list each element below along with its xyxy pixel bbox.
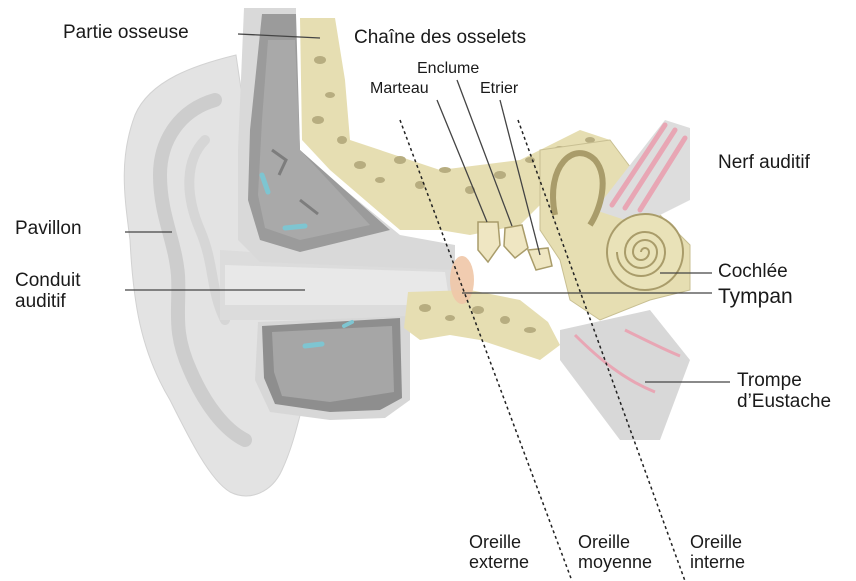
label-oreille-interne-line1: Oreille bbox=[690, 532, 745, 552]
label-oreille-externe: Oreille externe bbox=[469, 532, 529, 572]
vessel-2 bbox=[285, 226, 305, 228]
bone-spot bbox=[337, 136, 347, 144]
bone-spot bbox=[494, 171, 506, 179]
label-pavillon: Pavillon bbox=[15, 218, 82, 239]
label-trompe-eustache: Trompe d’Eustache bbox=[737, 370, 831, 413]
label-conduit-line2: auditif bbox=[15, 291, 81, 312]
label-marteau: Marteau bbox=[370, 80, 429, 98]
lower-bone bbox=[255, 316, 410, 420]
label-oreille-interne: Oreille interne bbox=[690, 532, 745, 572]
label-chaine-osselets: Chaîne des osselets bbox=[354, 27, 526, 48]
bone-spot bbox=[314, 56, 326, 64]
bone-spot bbox=[394, 156, 406, 164]
malleus bbox=[478, 222, 500, 262]
bone-spot bbox=[354, 161, 366, 169]
bone-spot bbox=[472, 306, 484, 314]
label-oreille-moyenne-line2: moyenne bbox=[578, 552, 652, 572]
bone-spot bbox=[439, 167, 451, 173]
label-tympan: Tympan bbox=[718, 285, 793, 309]
bone-spot bbox=[500, 316, 510, 324]
label-etrier: Etrier bbox=[480, 80, 518, 98]
lower-gray-bone-inner bbox=[272, 326, 394, 402]
bone-spot bbox=[419, 304, 431, 312]
bone-spot bbox=[325, 92, 335, 98]
bone-spot bbox=[312, 116, 324, 124]
bone-spot bbox=[375, 177, 385, 183]
label-cochlee: Cochlée bbox=[718, 261, 788, 282]
label-trompe-line2: d’Eustache bbox=[737, 391, 831, 412]
label-oreille-interne-line2: interne bbox=[690, 552, 745, 572]
label-enclume: Enclume bbox=[417, 60, 479, 78]
label-conduit-line1: Conduit bbox=[15, 270, 81, 291]
stapes bbox=[528, 248, 552, 270]
incus bbox=[504, 225, 528, 258]
vessel-3 bbox=[305, 344, 322, 346]
label-oreille-externe-line2: externe bbox=[469, 552, 529, 572]
bone-spot bbox=[445, 315, 455, 321]
label-trompe-line1: Trompe bbox=[737, 370, 831, 391]
label-conduit-auditif: Conduit auditif bbox=[15, 270, 81, 313]
cochlea-outer bbox=[607, 214, 683, 290]
label-partie-osseuse: Partie osseuse bbox=[63, 22, 189, 43]
label-oreille-externe-line1: Oreille bbox=[469, 532, 529, 552]
label-nerf-auditif: Nerf auditif bbox=[718, 152, 810, 173]
label-oreille-moyenne: Oreille moyenne bbox=[578, 532, 652, 572]
label-oreille-moyenne-line1: Oreille bbox=[578, 532, 652, 552]
petrous-lower bbox=[404, 290, 560, 360]
bone-spot bbox=[524, 327, 536, 333]
